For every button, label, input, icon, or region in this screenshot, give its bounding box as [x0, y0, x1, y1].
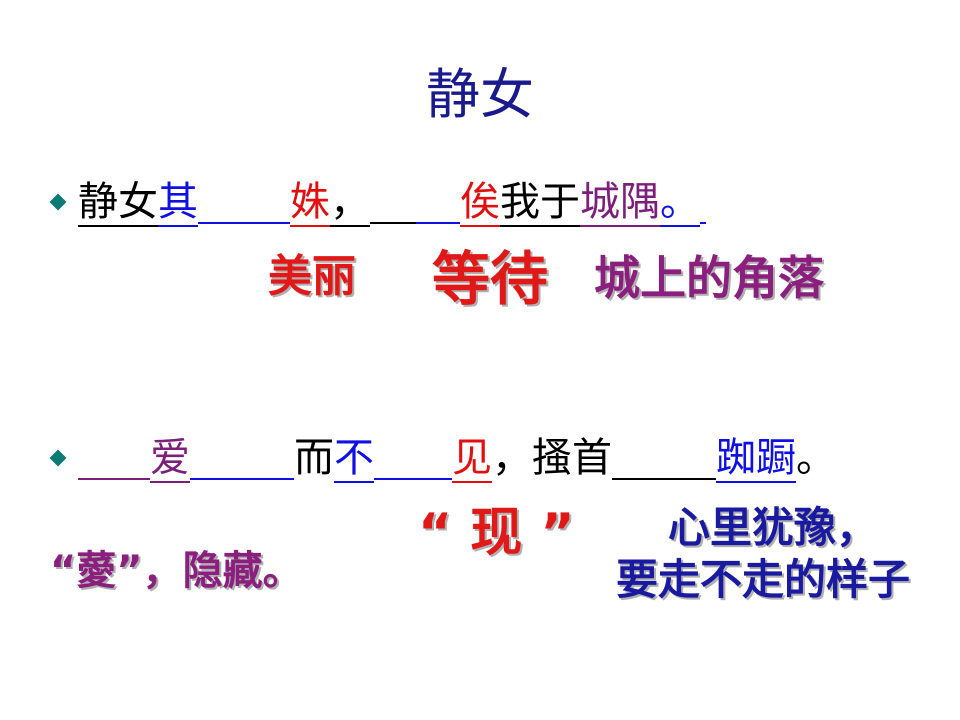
line1-blank-2 — [370, 182, 416, 224]
note-chengyu: 城上的角落 — [594, 251, 824, 305]
poem-line-2: 爱 而不 见，搔首 踟蹰。 — [78, 435, 836, 483]
line1-text-shu: 姝 — [290, 179, 330, 227]
line1-blank-1 — [198, 182, 290, 224]
bullet-1-icon — [49, 193, 67, 211]
line1-text-chengyu: 城隅 — [580, 179, 660, 227]
line2-text-period: 。 — [796, 435, 836, 481]
poem-line-1: 静女其 姝， 俟我于城隅。 — [78, 179, 706, 227]
line2-text-saoshou: ，搔首 — [492, 435, 612, 481]
line1-text-period: 。 — [660, 179, 700, 227]
note-xian: “ 现 ” — [418, 503, 575, 563]
line1-text-woyu: 我于 — [500, 179, 580, 227]
line1-text-comma: ， — [330, 179, 370, 227]
line2-blank-4 — [612, 438, 716, 480]
line1-text-jingnv: 静女 — [78, 179, 158, 227]
line2-text-jian: 见 — [452, 435, 492, 483]
note-ai: “薆”，隐藏。 — [50, 548, 303, 594]
line2-text-bu: 不 — [334, 435, 374, 483]
note-chichu-line-2: 要走不走的样子 — [616, 555, 911, 604]
line2-blank-3 — [374, 438, 452, 480]
line1-text-si: 俟 — [460, 179, 500, 227]
line2-blank-1 — [78, 438, 150, 480]
line2-text-chichu: 踟蹰 — [716, 435, 796, 483]
note-si: 等待 — [432, 245, 549, 313]
note-chichu-line-1: 心里犹豫， — [668, 503, 879, 552]
line2-text-ai: 爱 — [150, 435, 190, 483]
line1-text-qi: 其 — [158, 179, 198, 227]
line1-blank-3 — [416, 182, 460, 224]
note-shu: 美丽 — [268, 251, 356, 302]
line1-blank-4 — [700, 182, 706, 224]
line2-blank-2 — [190, 438, 294, 480]
bullet-2-icon — [49, 449, 67, 467]
line2-text-er: 而 — [294, 435, 334, 481]
slide-title: 静女 — [426, 63, 534, 126]
